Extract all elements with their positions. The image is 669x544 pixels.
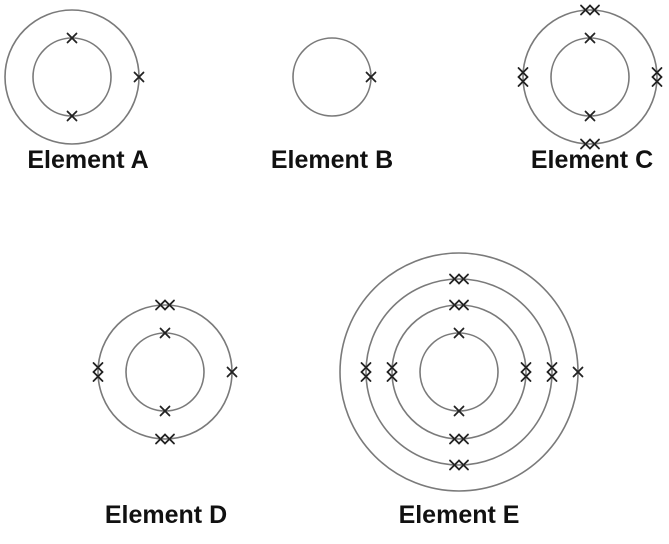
electron-2-3b	[517, 67, 529, 78]
electron-3-3a	[360, 371, 372, 382]
electron-2-2a	[458, 433, 469, 445]
shell-4	[339, 252, 579, 492]
label-element-e: Element E	[398, 501, 520, 529]
electron-1-0	[365, 71, 377, 83]
electron-2-3	[226, 366, 238, 378]
label-element-b: Element B	[270, 146, 394, 174]
shell-2	[4, 9, 140, 145]
shell-3	[365, 278, 553, 466]
shell-1	[550, 37, 630, 117]
electron-3-2b	[449, 459, 460, 471]
electron-4-0	[572, 366, 584, 378]
label-element-c: Element C	[530, 146, 654, 174]
atom-element-e	[339, 252, 584, 492]
electron-2-3a	[386, 371, 398, 382]
atom-element-c	[517, 4, 663, 150]
electron-3-1b	[546, 371, 558, 382]
electron-1-0	[66, 32, 78, 44]
electron-2-0b	[164, 299, 175, 311]
electron-3-0a	[449, 273, 460, 285]
electron-2-1a	[520, 362, 532, 373]
electron-3-2a	[458, 459, 469, 471]
electron-2-0a	[449, 299, 460, 311]
shell-1	[419, 332, 499, 412]
electron-2-2a	[589, 138, 600, 150]
electron-1-0	[584, 32, 596, 44]
electron-2-1b	[155, 433, 166, 445]
electron-3-3b	[360, 362, 372, 373]
shell-1	[292, 37, 372, 117]
electron-2-2b	[449, 433, 460, 445]
electron-2-1b	[520, 371, 532, 382]
label-element-a: Element A	[27, 146, 149, 174]
electron-2-1a	[164, 433, 175, 445]
electron-2-2b	[92, 362, 104, 373]
electron-1-1	[453, 405, 465, 417]
atom-element-b	[292, 37, 377, 117]
atom-element-d	[92, 299, 238, 445]
shell-1	[32, 37, 112, 117]
electron-2-0a	[580, 4, 591, 16]
electron-2-2a	[92, 371, 104, 382]
electron-2-0b	[589, 4, 600, 16]
electron-2-3a	[517, 76, 529, 87]
shell-2	[391, 304, 527, 440]
electron-1-0	[453, 327, 465, 339]
electron-1-1	[584, 110, 596, 122]
shell-1	[125, 332, 205, 412]
electron-3-0b	[458, 273, 469, 285]
electron-2-3b	[386, 362, 398, 373]
electron-2-0	[133, 71, 145, 83]
shell-2	[97, 304, 233, 440]
electron-1-1	[159, 405, 171, 417]
atom-element-a	[4, 9, 145, 145]
electron-2-1b	[651, 76, 663, 87]
electron-1-0	[159, 327, 171, 339]
electron-3-1a	[546, 362, 558, 373]
electron-2-2b	[580, 138, 591, 150]
electron-1-1	[66, 110, 78, 122]
electron-2-0b	[458, 299, 469, 311]
shell-2	[522, 9, 658, 145]
label-element-d: Element D	[104, 501, 228, 529]
electron-2-1a	[651, 67, 663, 78]
electron-2-0a	[155, 299, 166, 311]
